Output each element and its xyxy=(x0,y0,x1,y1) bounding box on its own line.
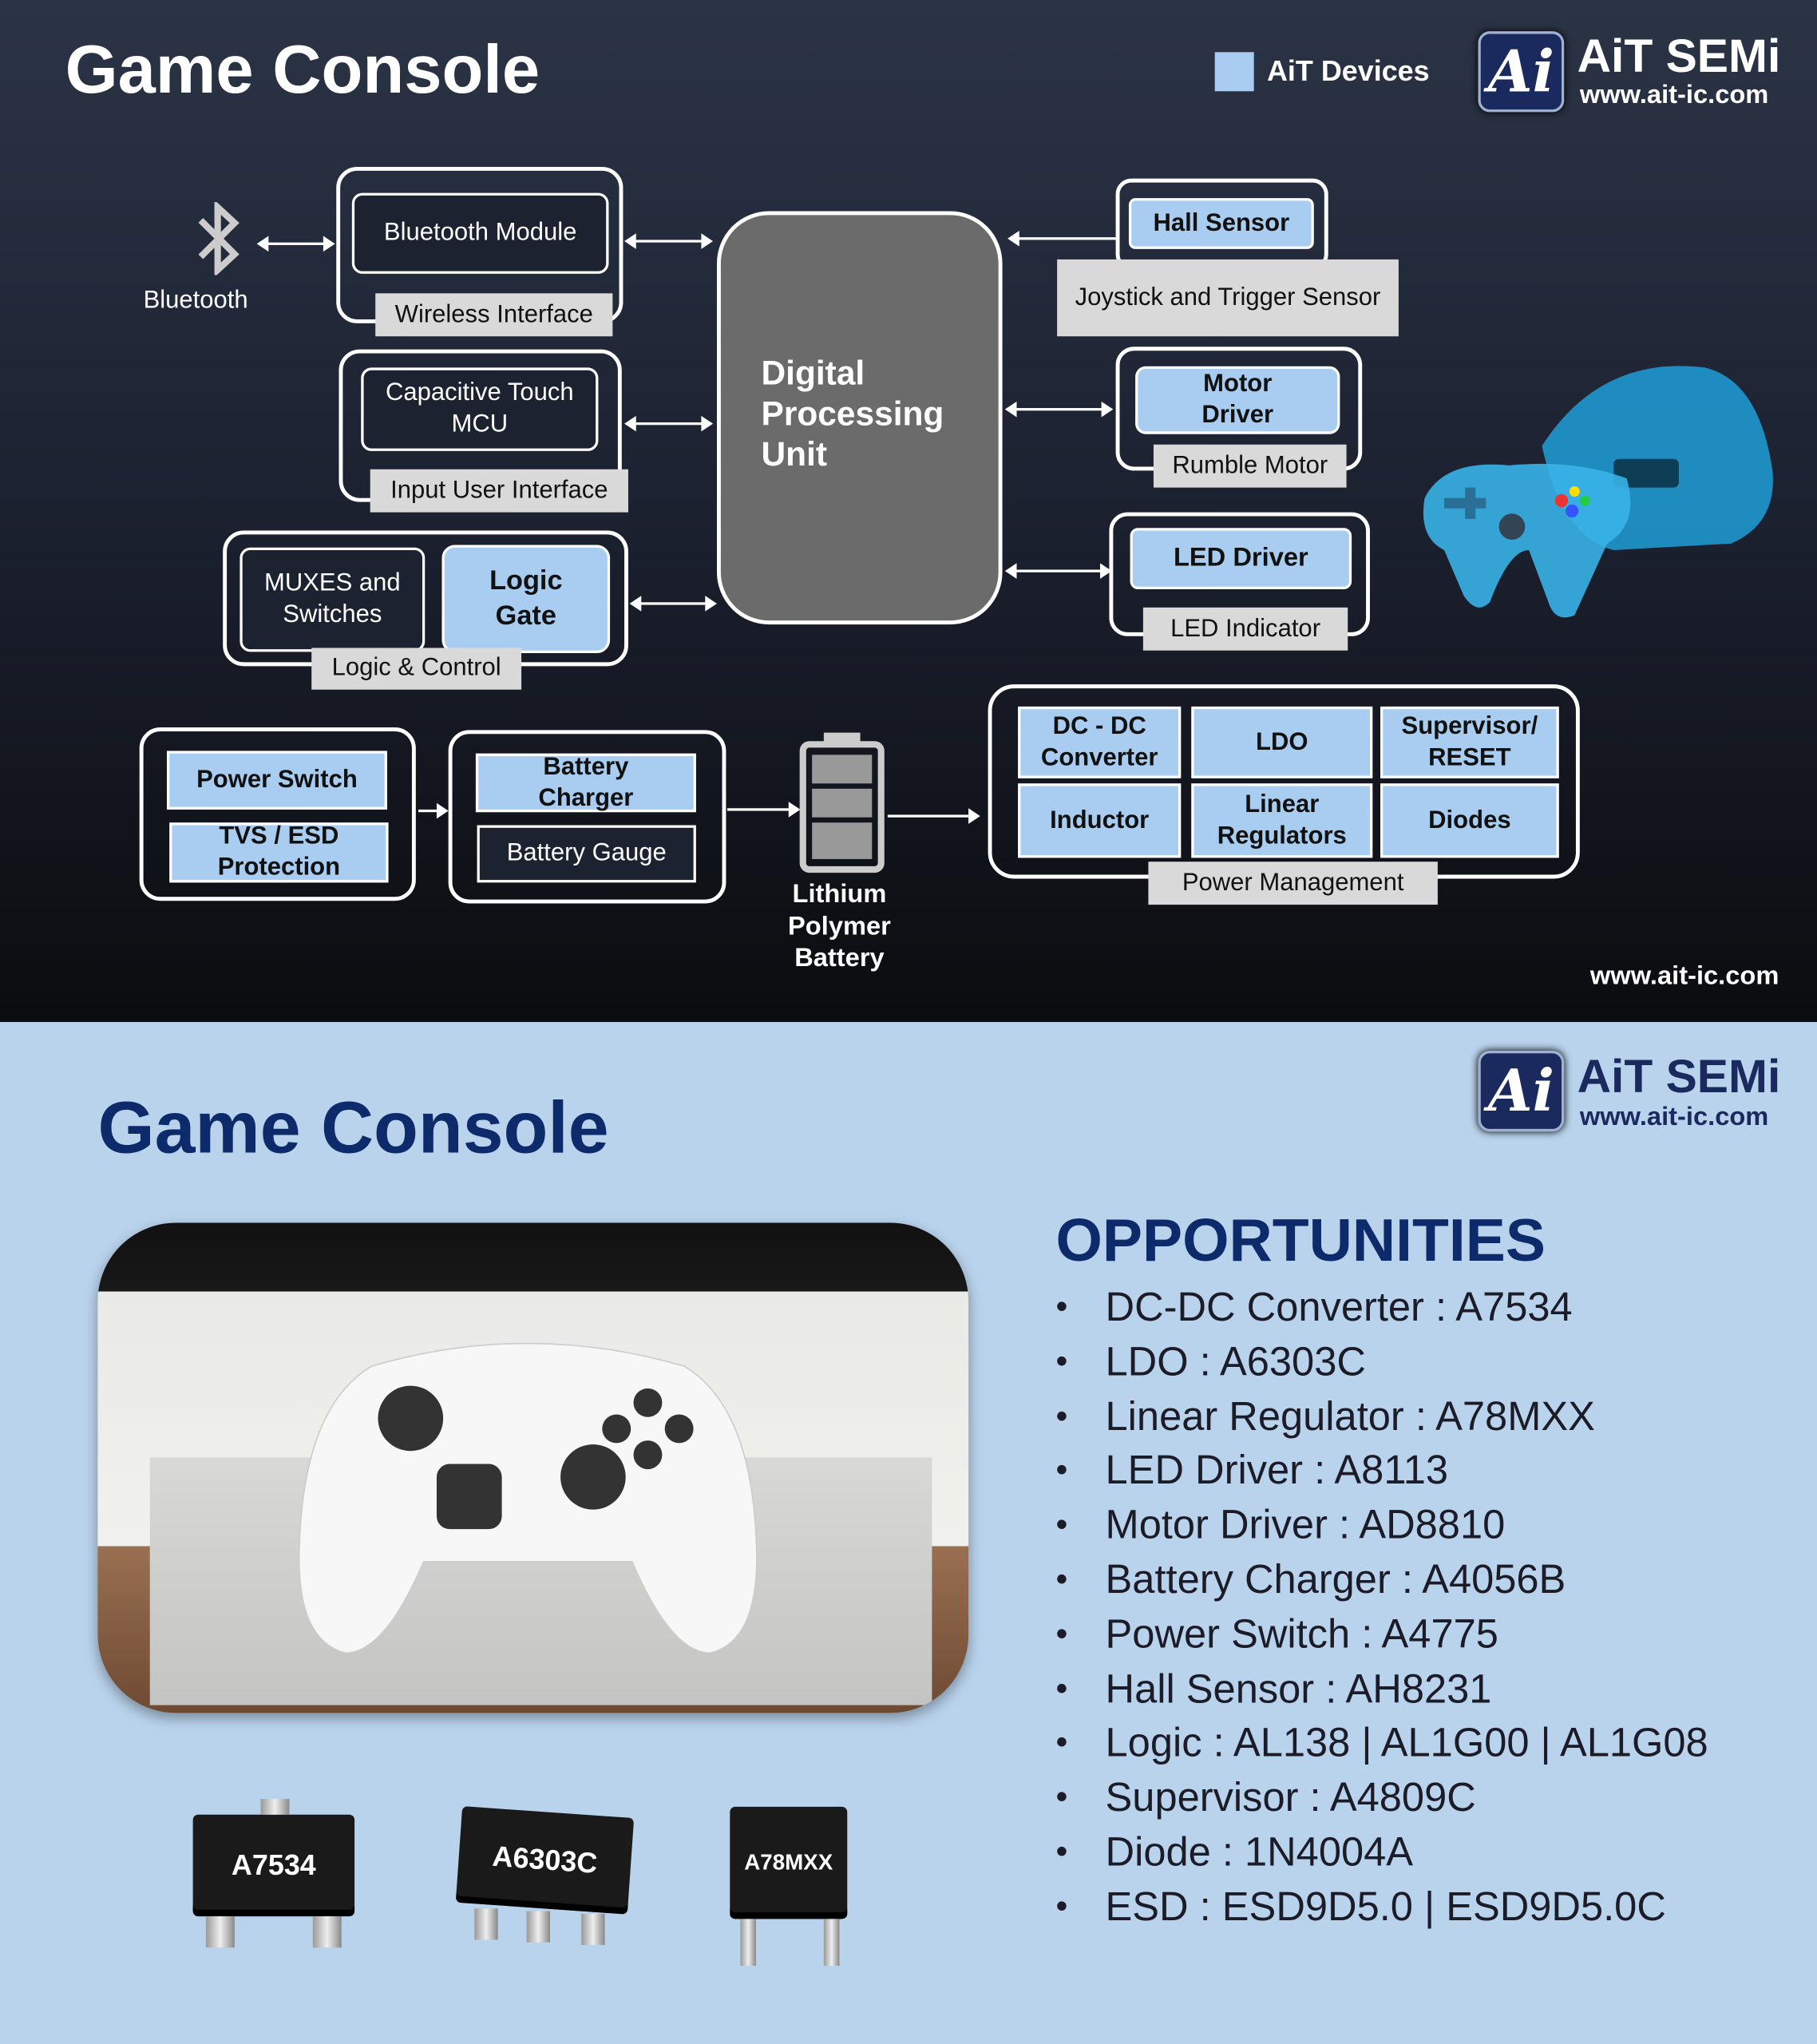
list-item: Power Switch : A4775 xyxy=(1055,1607,1708,1662)
digital-processing-unit: Digital Processing Unit xyxy=(716,211,1003,625)
chip-pin xyxy=(526,1911,551,1943)
brand-name: AiT SEMi xyxy=(1577,28,1781,82)
block-diagram-panel: Game Console AiT Devices Ai AiT SEMi www… xyxy=(0,0,1817,1023)
chip-a7534: A7534 xyxy=(192,1814,355,1917)
controller-photo xyxy=(97,1222,969,1713)
list-item: Supervisor : A4809C xyxy=(1055,1771,1708,1825)
bluetooth-module: Bluetooth Module xyxy=(351,192,609,274)
chip-pin xyxy=(312,1916,342,1948)
arrow xyxy=(727,802,801,818)
tvs-esd-protection: TVS / ESD Protection xyxy=(169,822,389,883)
dc-dc-converter: DC - DC Converter xyxy=(1018,706,1182,778)
input-interface-label: Input User Interface xyxy=(370,469,628,513)
brand-url: www.ait-ic.com xyxy=(1579,81,1769,110)
chip-pin xyxy=(205,1916,235,1948)
battery-gauge: Battery Gauge xyxy=(477,825,696,883)
chip-pin xyxy=(740,1919,756,1967)
supervisor-reset: Supervisor/ RESET xyxy=(1380,706,1559,778)
inductor: Inductor xyxy=(1018,783,1182,858)
arrow xyxy=(887,808,980,824)
ldo: LDO xyxy=(1191,706,1373,778)
bluetooth-icon xyxy=(198,202,239,275)
logic-control-label: Logic & Control xyxy=(311,648,522,690)
arrow xyxy=(629,596,717,612)
bluetooth-label: Bluetooth xyxy=(143,287,248,315)
list-item: LDO : A6303C xyxy=(1055,1335,1708,1389)
linear-regulators: Linear Regulators xyxy=(1191,783,1373,858)
muxes-switches: MUXES and Switches xyxy=(239,547,426,652)
list-item: DC-DC Converter : A7534 xyxy=(1055,1280,1708,1334)
list-item: ESD : ESD9D5.0 | ESD9D5.0C xyxy=(1055,1880,1708,1934)
arrow xyxy=(1007,230,1116,247)
motor-driver: Motor Driver xyxy=(1135,366,1340,434)
legend-swatch xyxy=(1214,52,1254,92)
opportunities-panel: Game Console Ai AiT SEMi www.ait-ic.com … xyxy=(0,1022,1817,2044)
list-item: Diode : 1N4004A xyxy=(1055,1825,1708,1880)
power-switch-group xyxy=(139,727,416,901)
brand-url: www.ait-ic.com xyxy=(1579,1103,1769,1132)
n64-console-image xyxy=(1423,366,1773,618)
led-indicator-label: LED Indicator xyxy=(1142,607,1348,651)
legend-label: AiT Devices xyxy=(1266,54,1430,88)
arrow xyxy=(1004,401,1114,418)
arrow xyxy=(256,236,335,252)
arrow xyxy=(624,233,714,249)
joystick-trigger-label: Joystick and Trigger Sensor xyxy=(1057,259,1399,337)
arrow xyxy=(1004,563,1112,579)
lithium-battery-label: Lithium Polymer Battery xyxy=(788,880,891,973)
chip-pin xyxy=(260,1799,290,1815)
rumble-motor-label: Rumble Motor xyxy=(1153,444,1347,488)
battery-group xyxy=(448,730,726,904)
opportunities-title: OPPORTUNITIES xyxy=(1055,1206,1546,1274)
arrow xyxy=(624,415,714,432)
battery-charger: Battery Charger xyxy=(475,753,696,813)
list-item: Motor Driver : AD8810 xyxy=(1055,1498,1708,1552)
capacitive-touch-mcu: Capacitive Touch MCU xyxy=(361,367,599,451)
power-switch: Power Switch xyxy=(166,751,387,810)
ait-logo-icon: Ai xyxy=(1478,1050,1565,1132)
opportunities-list: DC-DC Converter : A7534 LDO : A6303C Lin… xyxy=(1055,1280,1708,1934)
footer-url: www.ait-ic.com xyxy=(1589,961,1779,991)
list-item: Logic : AL138 | AL1G00 | AL1G08 xyxy=(1055,1716,1708,1770)
led-driver: LED Driver xyxy=(1130,528,1352,589)
chip-a6303c: A6303C xyxy=(455,1806,635,1915)
diagram-title: Game Console xyxy=(65,32,540,109)
controller-icon xyxy=(298,1342,758,1654)
chip-pin xyxy=(823,1919,840,1967)
chip-pin xyxy=(474,1908,498,1940)
arrow xyxy=(418,802,449,819)
list-item: LED Driver : A8113 xyxy=(1055,1444,1708,1498)
diodes: Diodes xyxy=(1380,783,1559,858)
list-item: Hall Sensor : AH8231 xyxy=(1055,1662,1708,1716)
chip-pin xyxy=(581,1913,605,1946)
hall-sensor: Hall Sensor xyxy=(1128,198,1314,249)
battery-icon xyxy=(799,732,885,873)
page-title: Game Console xyxy=(97,1086,609,1168)
list-item: Linear Regulator : A78MXX xyxy=(1055,1389,1708,1444)
ait-logo-icon: Ai xyxy=(1478,31,1565,113)
list-item: Battery Charger : A4056B xyxy=(1055,1553,1708,1607)
logic-gate: Logic Gate xyxy=(441,545,611,653)
wireless-interface-label: Wireless Interface xyxy=(375,293,613,337)
chip-a78mxx: A78MXX xyxy=(730,1806,848,1919)
brand-name: AiT SEMi xyxy=(1577,1049,1781,1103)
power-management-label: Power Management xyxy=(1148,862,1438,905)
